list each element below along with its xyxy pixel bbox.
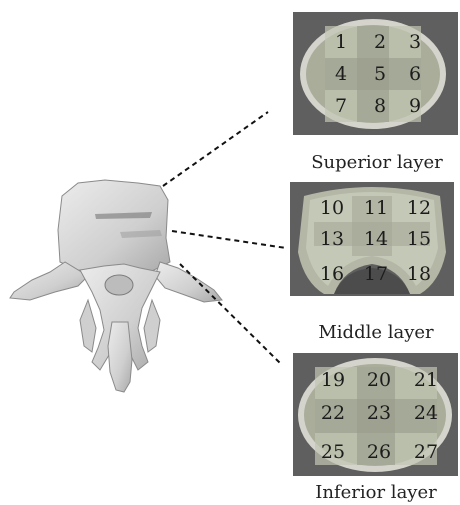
cell-number: 11 (360, 198, 392, 218)
inferior-layer-caption: Inferior layer (286, 482, 460, 504)
cell-number: 18 (403, 264, 435, 284)
cell-number: 19 (317, 370, 349, 390)
cell-number: 26 (363, 442, 395, 462)
cell-number: 12 (403, 198, 435, 218)
cell-number: 17 (360, 264, 392, 284)
inferior-layer-panel: 19 20 21 22 23 24 25 26 27 (293, 353, 458, 476)
cell-number: 23 (363, 403, 395, 423)
inferior-connector (180, 264, 281, 364)
cell-number: 5 (364, 64, 396, 84)
cell-number: 8 (364, 96, 396, 116)
cell-number: 25 (317, 442, 349, 462)
cell-number: 14 (360, 229, 392, 249)
superior-connector (163, 112, 268, 186)
cell-number: 21 (410, 370, 442, 390)
cell-number: 10 (316, 198, 348, 218)
cell-number: 1 (325, 32, 357, 52)
cell-number: 7 (325, 96, 357, 116)
cell-number: 13 (316, 229, 348, 249)
cell-number: 3 (399, 32, 431, 52)
middle-layer-panel: 10 11 12 13 14 15 16 17 18 (290, 182, 454, 296)
superior-layer-caption: Superior layer (287, 152, 460, 174)
cell-number: 9 (399, 96, 431, 116)
middle-layer-caption: Middle layer (286, 322, 460, 344)
cell-number: 6 (399, 64, 431, 84)
cell-number: 16 (316, 264, 348, 284)
middle-connector (172, 231, 286, 248)
cell-number: 2 (364, 32, 396, 52)
cell-number: 4 (325, 64, 357, 84)
cell-number: 24 (410, 403, 442, 423)
cell-number: 15 (403, 229, 435, 249)
cell-number: 27 (410, 442, 442, 462)
cell-number: 22 (317, 403, 349, 423)
cell-number: 20 (363, 370, 395, 390)
superior-layer-panel: 1 2 3 4 5 6 7 8 9 (293, 12, 458, 135)
